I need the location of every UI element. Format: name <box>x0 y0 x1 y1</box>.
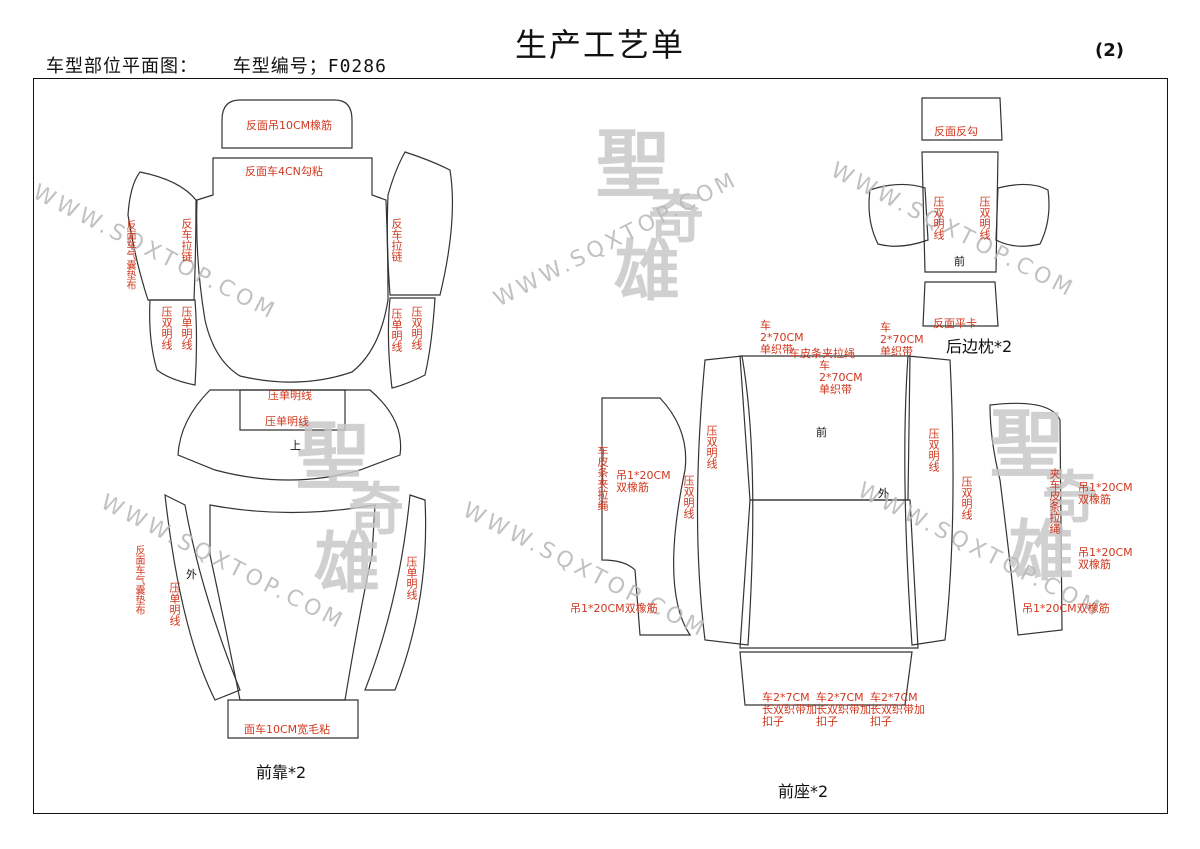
headrest-top-piece <box>921 97 1003 141</box>
seat-bottom-strip <box>739 651 913 706</box>
header-left: 车型部位平面图： 车型编号；F0286 <box>46 52 387 78</box>
label-reverse-hook: 反面反勾 <box>934 125 978 138</box>
label-right-elastic1: 吊1*20CM双橡筋 <box>1078 481 1133 506</box>
label-left-single: 压单明线 <box>180 306 193 350</box>
headrest-right-ear <box>995 183 1050 247</box>
lower-left-strip <box>164 493 241 701</box>
caption-front-back: 前靠*2 <box>256 763 307 782</box>
label-lower-single-right: 压单明线 <box>405 556 418 600</box>
label-flat-stitch: 反面平卡 <box>933 317 977 330</box>
label-left-double: 压双明线 <box>160 306 173 350</box>
label-right-zip: 反车拉链 <box>390 218 403 262</box>
seat-left-side <box>696 355 754 646</box>
headrest-mid-piece <box>921 151 999 273</box>
label-right-double2: 压双明线 <box>960 476 973 520</box>
label-seat-front: 前 <box>816 426 827 439</box>
label-top-elastic: 反面吊10CM橡筋 <box>246 119 333 132</box>
label-left-leather: 车皮条夹拉绳 <box>596 445 609 511</box>
back-main-panel <box>196 157 389 383</box>
front-back-pieces <box>127 99 454 739</box>
watermark-seal: 聖奇雄 <box>596 122 704 310</box>
lower-body-piece <box>209 504 376 701</box>
seat-far-left-flap <box>601 397 692 636</box>
mid-body-piece <box>177 389 402 481</box>
headrest-pieces <box>868 97 1050 327</box>
seat-right-side <box>904 355 954 646</box>
label-left-double: 压双明线 <box>705 425 718 469</box>
label-up-mark: 上 <box>290 439 301 452</box>
label-strap-left: 车2*70CM单织带 <box>760 319 804 356</box>
label-strap-mid: 车2*70CM单织带 <box>819 359 863 396</box>
right-wing-piece <box>386 151 454 296</box>
label-right-elastic2: 吊1*20CM双橡筋 <box>1078 546 1133 571</box>
label-bottom-velcro: 面车10CM宽毛粘 <box>244 723 331 736</box>
label-buckle-1: 车2*7CM长双织带加扣子 <box>762 691 817 728</box>
label-left-elastic: 吊1*20CM双橡筋 <box>616 469 671 494</box>
drawing-frame <box>33 78 1168 814</box>
label-headrest-left-double: 压双明线 <box>932 196 945 240</box>
label-right-single: 压单明线 <box>390 308 403 352</box>
top-tab-piece <box>221 99 353 149</box>
diagram-label: 车型部位平面图： <box>46 56 198 77</box>
caption-front-seat: 前座*2 <box>778 782 829 801</box>
label-left-zip: 反车拉链 <box>180 218 193 262</box>
label-lower-out-mark: 外 <box>186 568 197 581</box>
model-number: 车型编号；F0286 <box>232 56 387 77</box>
headrest-left-ear <box>868 183 929 247</box>
label-buckle-2: 车2*7CM长双织带加扣子 <box>816 691 871 728</box>
page-title: 生产工艺单 <box>514 26 685 64</box>
caption-headrest: 后边枕*2 <box>946 337 1013 356</box>
label-bottom-left-elastic: 吊1*20CM双橡筋 <box>570 602 658 615</box>
seat-far-right-flap <box>989 402 1063 636</box>
label-right-leather: 夹车皮条拉绳 <box>1048 468 1061 534</box>
label-lower-single-left: 压单明线 <box>168 582 181 626</box>
label-mid-single1: 压单明线 <box>268 389 312 402</box>
label-seat-out: 外 <box>878 487 889 500</box>
right-lower-wing <box>387 297 436 389</box>
label-left-airbag: 反面车气囊垫布 <box>124 220 135 290</box>
label-bottom-right-elastic: 吊1*20CM双橡筋 <box>1022 602 1110 615</box>
left-lower-wing <box>149 299 198 386</box>
label-buckle-3: 车2*7CM长双织带加扣子 <box>870 691 925 728</box>
lower-right-strip <box>364 494 427 691</box>
label-leather-strap: 车皮条夹拉绳 <box>789 347 855 360</box>
label-strap-right: 车2*70CM单织带 <box>880 321 924 358</box>
label-mid-single2: 压单明线 <box>265 415 309 428</box>
label-right-double1: 压双明线 <box>927 428 940 472</box>
page-number: (2) <box>1095 40 1124 61</box>
label-right-double: 压双明线 <box>410 306 423 350</box>
label-hook-loop: 反面车4CN勾粘 <box>245 165 323 178</box>
label-lower-airbag: 反面车气囊垫布 <box>133 545 144 615</box>
seat-main-panel <box>739 499 919 649</box>
watermark-seal: 聖奇雄 <box>990 402 1098 590</box>
headrest-bottom-piece <box>922 281 999 327</box>
front-seat-pieces <box>601 355 1063 706</box>
bottom-velcro-piece <box>227 699 359 739</box>
label-headrest-front: 前 <box>954 255 965 268</box>
label-headrest-right-double: 压双明线 <box>978 196 991 240</box>
label-left-double2: 压双明线 <box>682 475 695 519</box>
watermark-seal: 聖奇雄 <box>296 414 404 602</box>
